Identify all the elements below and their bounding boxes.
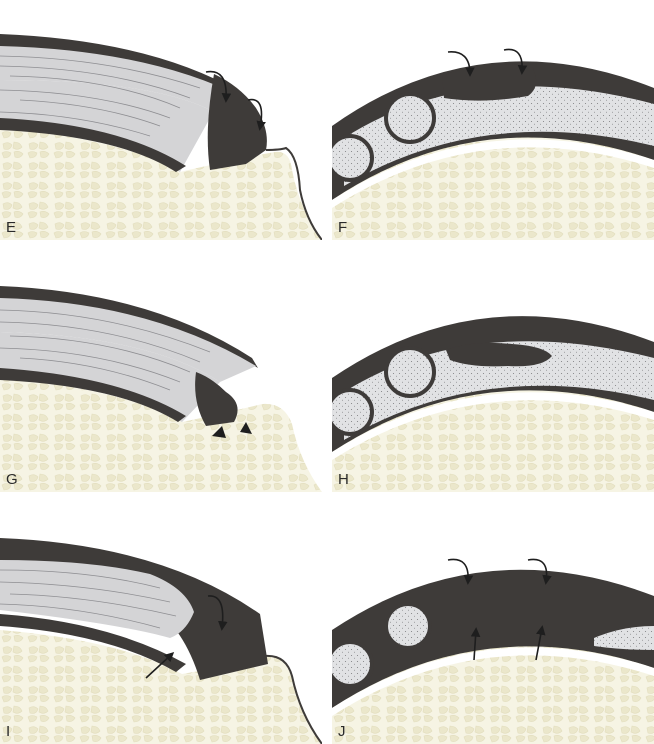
curved-arrow-1 bbox=[447, 558, 474, 585]
rotator-cuff-tendon bbox=[0, 46, 244, 110]
panel-e: E bbox=[0, 0, 322, 240]
humeral-head-bone bbox=[0, 630, 322, 744]
partial-tear bbox=[195, 372, 238, 426]
curved-arrow-1 bbox=[205, 70, 232, 103]
panel-f: F bbox=[332, 0, 654, 240]
tendon-fibers bbox=[0, 55, 201, 137]
panel-e-illustration bbox=[0, 0, 322, 240]
straight-arrow-1 bbox=[470, 627, 481, 661]
humeral-head-bone bbox=[0, 378, 322, 492]
articular-layer bbox=[0, 368, 186, 422]
articular-layer bbox=[0, 614, 186, 672]
panel-label-e: E bbox=[6, 219, 17, 236]
panel-label-j: J bbox=[338, 723, 346, 740]
tendon-fibers bbox=[0, 569, 177, 629]
straight-arrow bbox=[145, 652, 175, 679]
panel-g: G bbox=[0, 252, 322, 492]
curved-arrow-2 bbox=[527, 558, 552, 585]
panel-i: I bbox=[0, 504, 322, 744]
panel-g-illustration bbox=[0, 252, 322, 492]
curved-arrow-2 bbox=[247, 98, 266, 131]
panel-label-h: H bbox=[338, 471, 349, 488]
panel-h: H bbox=[332, 252, 654, 492]
arrowhead-2 bbox=[240, 422, 252, 434]
tendon-fibers bbox=[0, 309, 211, 391]
curved-arrow bbox=[207, 595, 228, 631]
arrowhead-1 bbox=[212, 426, 226, 438]
panel-j: J bbox=[332, 504, 654, 744]
panel-label-i: I bbox=[6, 723, 11, 740]
rotator-cuff-tendon bbox=[0, 298, 256, 382]
panel-label-g: G bbox=[6, 471, 18, 488]
articular-layer bbox=[0, 118, 186, 172]
humeral-head-bone bbox=[0, 128, 322, 240]
panel-label-f: F bbox=[338, 219, 348, 236]
bursa-layer bbox=[0, 286, 258, 368]
panel-h-illustration bbox=[332, 252, 654, 492]
curved-arrow-2 bbox=[503, 48, 528, 75]
panel-j-illustration bbox=[332, 504, 654, 744]
panel-i-illustration bbox=[0, 504, 322, 744]
intrasubstance-tear bbox=[446, 342, 552, 367]
straight-arrow-2 bbox=[535, 625, 546, 661]
rotator-cuff-tendon bbox=[0, 560, 194, 638]
curved-arrow-1 bbox=[447, 51, 475, 77]
panel-f-illustration bbox=[332, 0, 654, 240]
